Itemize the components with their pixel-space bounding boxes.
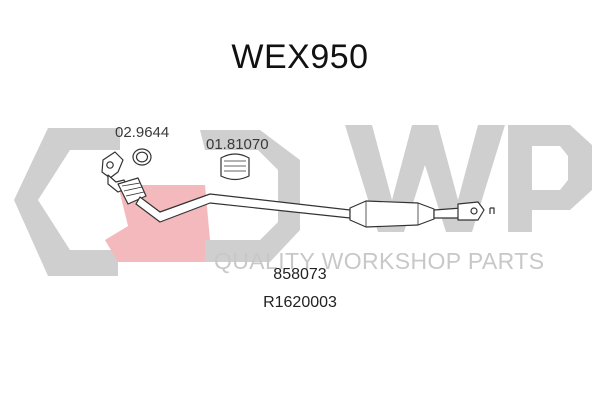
page-title: WEX950 xyxy=(231,38,369,76)
flex-clamp-icon xyxy=(220,153,250,181)
catalytic-converter-icon xyxy=(349,200,435,228)
reference-number-secondary: R1620003 xyxy=(263,294,337,311)
downpipe xyxy=(135,193,351,223)
gasket-ring-part-number: 02.9644 xyxy=(115,124,170,141)
gasket-ring-icon xyxy=(132,148,152,166)
flex-clamp-part-number: 01.81070 xyxy=(206,136,269,153)
logo-chevron-shape xyxy=(14,128,120,276)
reference-number-primary: 858073 xyxy=(273,266,327,283)
logo-letter-p xyxy=(508,125,592,232)
end-marker-icon xyxy=(489,207,495,214)
outlet-flange-icon xyxy=(457,201,485,221)
logo-letter-q xyxy=(200,130,300,262)
flex-section-icon xyxy=(117,177,147,205)
watermark-tagline: QUALITY WORKSHOP PARTS xyxy=(214,248,545,274)
